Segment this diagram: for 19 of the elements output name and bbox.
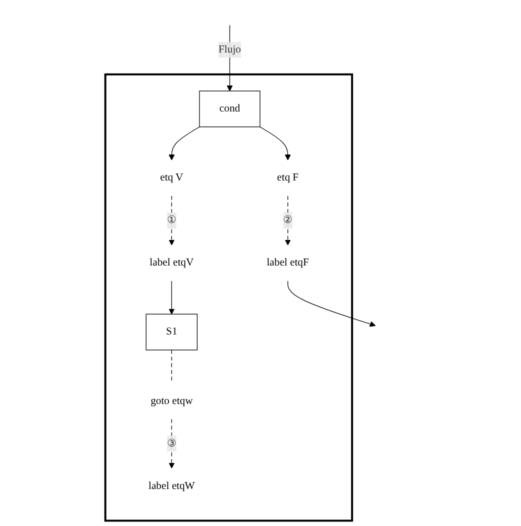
node-text: etq F — [277, 172, 299, 184]
arrow — [260, 126, 291, 160]
arrow — [168, 280, 175, 314]
cluster — [104, 73, 354, 522]
arrow — [168, 126, 200, 160]
edge-label: ② — [283, 214, 293, 226]
edge-label: ① — [167, 214, 177, 226]
arrow — [227, 24, 233, 92]
arrow — [168, 418, 175, 468]
arrow — [288, 280, 376, 327]
node-text: label etqW — [148, 480, 196, 492]
node-box: S1 — [146, 314, 198, 350]
edge-label: Flujo — [218, 44, 242, 56]
edge-label: ③ — [167, 438, 177, 449]
node-box: cond — [199, 90, 261, 128]
node-text: label etqV — [150, 257, 194, 268]
node-text: goto etqw — [150, 395, 194, 406]
node-text: etq V — [160, 172, 184, 184]
node-text: label etqF — [266, 257, 310, 268]
